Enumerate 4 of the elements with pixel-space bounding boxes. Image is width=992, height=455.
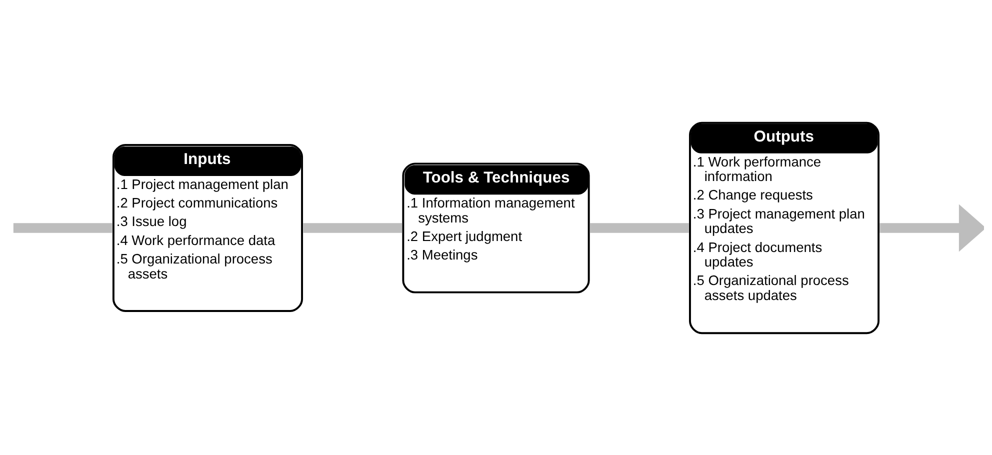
connector xyxy=(303,222,402,232)
arrow xyxy=(880,204,984,252)
connector xyxy=(590,222,689,232)
connector xyxy=(13,222,112,232)
